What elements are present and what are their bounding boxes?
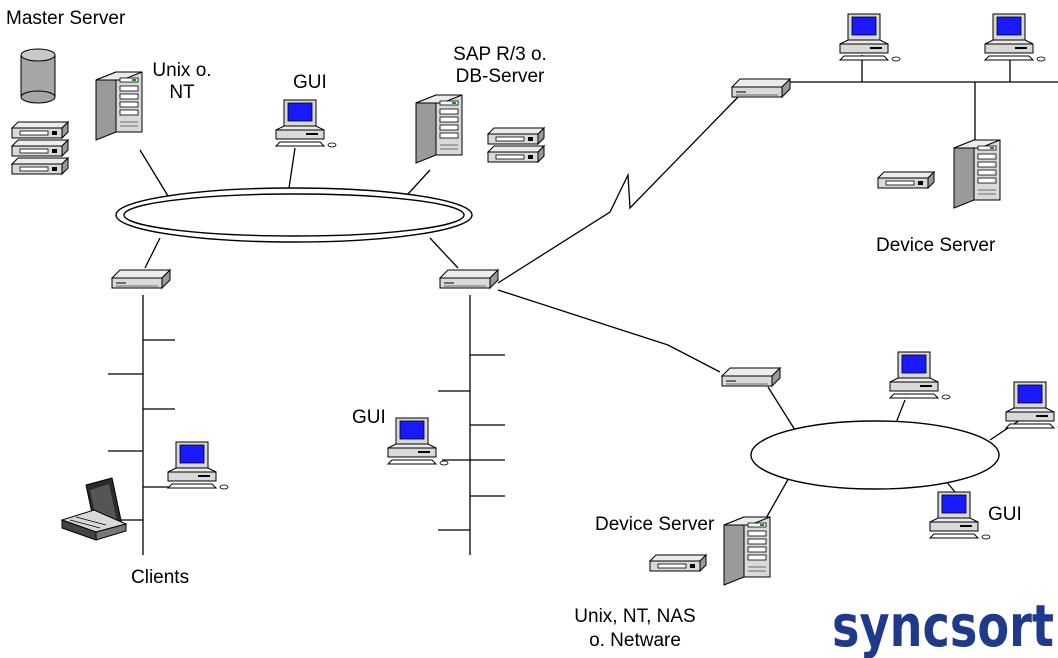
- label-sap-line1: SAP R/3 o.: [453, 44, 547, 65]
- server-tower-icon: [95, 71, 143, 141]
- label-master-server: Master Server: [6, 8, 126, 29]
- label-gui-bottom-right: GUI: [988, 504, 1022, 525]
- tape-drive-icon: [11, 121, 69, 139]
- desktop-computer-icon: [889, 351, 951, 400]
- label-gui-top: GUI: [293, 72, 327, 93]
- tape-drive-icon: [877, 171, 935, 189]
- label-clients: Clients: [131, 567, 190, 588]
- tape-drive-icon: [11, 157, 69, 175]
- logo-text: syncsort: [832, 592, 1054, 658]
- syncsort-logo: syncsort: [829, 592, 1058, 658]
- tape-drive-icon: [487, 145, 545, 163]
- label-device-server-right: Device Server: [876, 235, 996, 256]
- server-tower-icon: [723, 516, 771, 586]
- tape-drive-icon: [11, 139, 69, 157]
- server-tower-icon: [415, 94, 463, 164]
- laptop-icon: [60, 477, 128, 541]
- tape-drive-icon: [649, 554, 707, 572]
- disk-cylinder-icon: [20, 48, 56, 104]
- label-unix-nas-line2: o. Netware: [589, 630, 681, 651]
- network-hub-icon: [731, 78, 791, 98]
- server-tower-icon: [953, 139, 1001, 209]
- desktop-computer-icon: [929, 491, 991, 540]
- desktop-computer-icon: [839, 13, 901, 62]
- label-unix-nas-line1: Unix, NT, NAS: [574, 606, 696, 627]
- label-gui-middle: GUI: [352, 407, 386, 428]
- desktop-computer-icon: [984, 13, 1046, 62]
- label-device-server-bottom: Device Server: [595, 514, 715, 535]
- network-hub-icon: [111, 269, 171, 289]
- desktop-computer-icon: [1005, 381, 1058, 430]
- label-unix-nt-line1: Unix o.: [152, 60, 212, 81]
- network-hub-icon: [721, 367, 781, 387]
- network-ring-bottom: [750, 420, 1000, 490]
- network-hub-icon: [439, 269, 499, 289]
- desktop-computer-icon: [167, 441, 229, 490]
- token-ring-top: [115, 187, 473, 243]
- tape-drive-icon: [487, 127, 545, 145]
- desktop-computer-icon: [387, 417, 449, 466]
- desktop-computer-icon: [275, 99, 337, 148]
- label-unix-nt-line2: NT: [169, 82, 195, 103]
- label-sap-line2: DB-Server: [455, 66, 545, 87]
